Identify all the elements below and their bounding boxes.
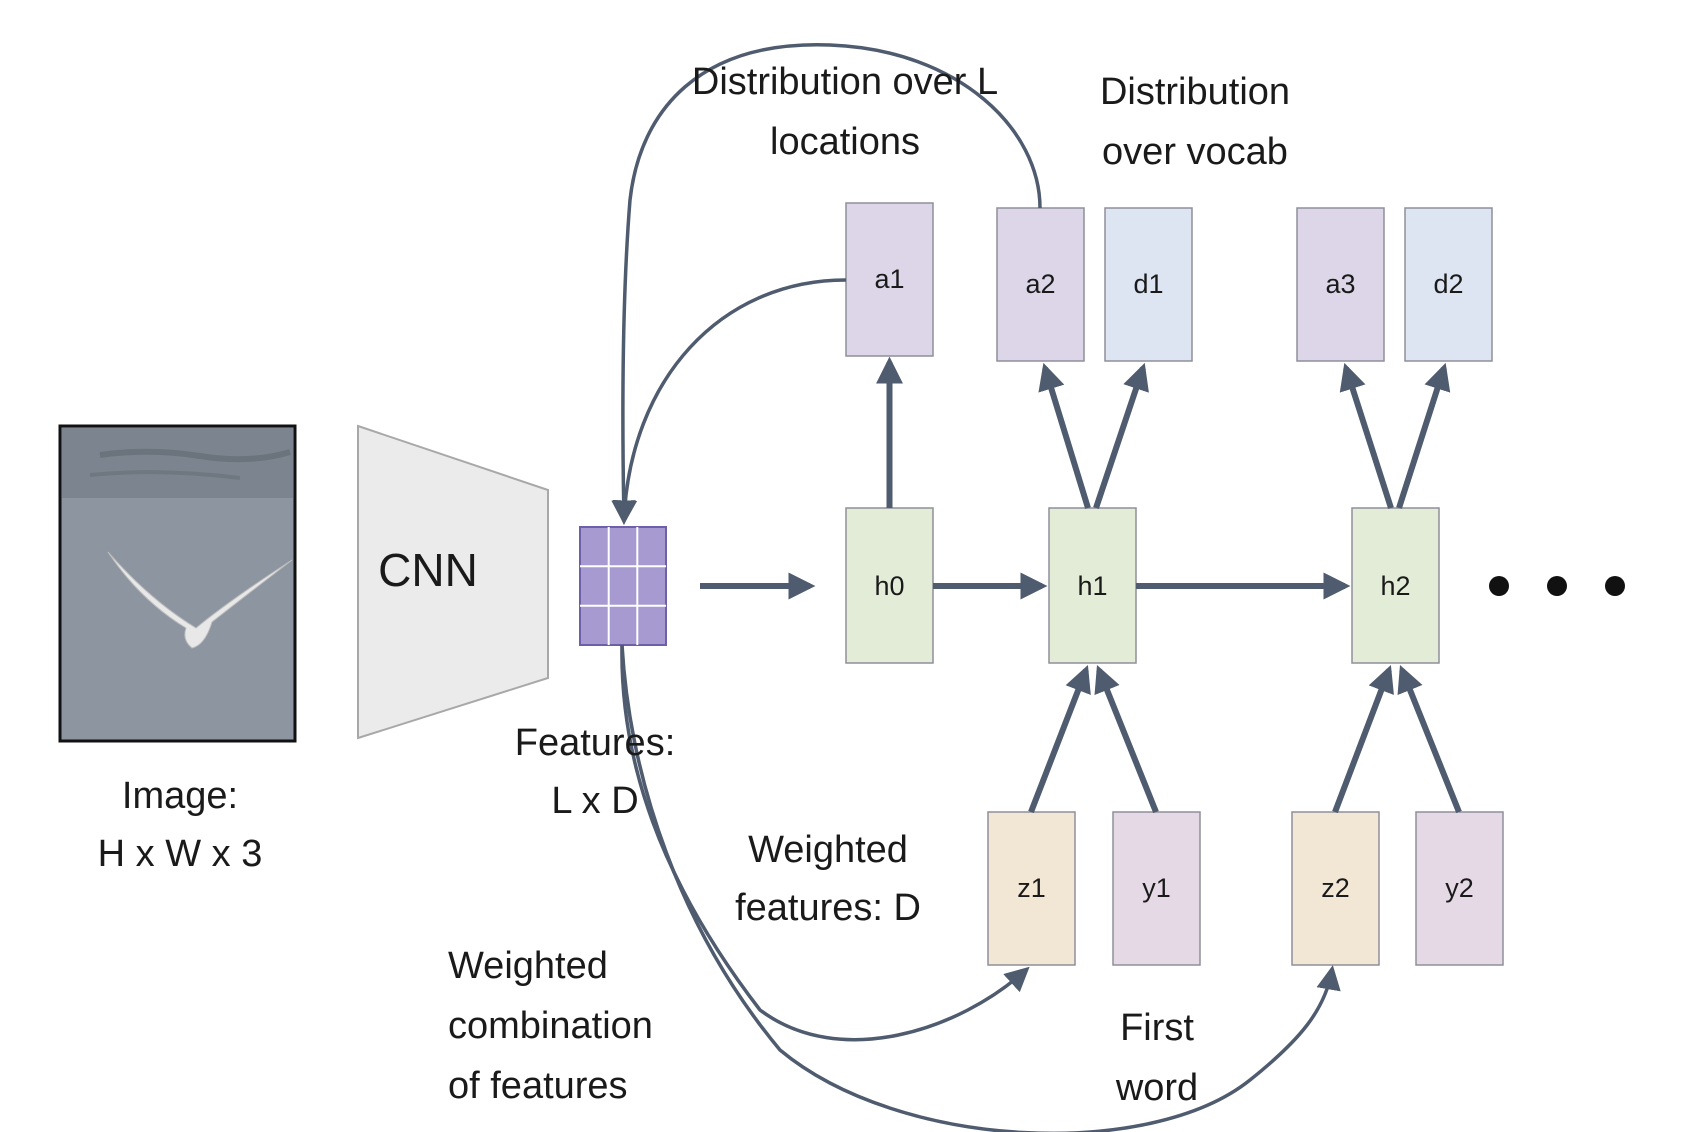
feature-grid: [579, 526, 667, 646]
box-d2: d2: [1404, 207, 1493, 362]
weighted-features-label-line1: Weighted: [748, 829, 908, 871]
dist-loc-label-line1: Distribution over L: [692, 61, 998, 103]
arrow-features-to-z2: [620, 644, 1341, 1132]
arrow-y1-to-h1: [1094, 664, 1159, 814]
box-z2: z2: [1291, 811, 1380, 966]
node-h0-label: h0: [874, 571, 904, 601]
box-h0: h0: [845, 507, 934, 664]
straight-arrows: [700, 356, 1462, 814]
box-y2: y2: [1415, 811, 1504, 966]
image-label-line2: H x W x 3: [98, 833, 263, 875]
arrow-a2-to-features: [611, 43, 1042, 525]
node-y1-label: y1: [1142, 873, 1171, 903]
input-image: [58, 424, 297, 743]
text-labels: Image: H x W x 3 Features: L x D Distrib…: [98, 61, 1290, 1109]
dist-vocab-label-line1: Distribution: [1100, 71, 1290, 113]
ellipsis-dots: [1489, 576, 1625, 596]
node-h2-label: h2: [1380, 571, 1410, 601]
node-d1-label: d1: [1133, 269, 1163, 299]
box-d1: d1: [1104, 207, 1193, 362]
node-a3-label: a3: [1325, 269, 1355, 299]
dist-loc-label-line2: locations: [770, 121, 920, 163]
box-a3: a3: [1296, 207, 1385, 362]
node-y2-label: y2: [1445, 873, 1474, 903]
features-label-line1: Features:: [515, 722, 676, 764]
weighted-combination-label-line1: Weighted: [448, 945, 608, 987]
node-h1-label: h1: [1077, 571, 1107, 601]
node-z1-label: z1: [1017, 873, 1046, 903]
arrow-y2-to-h2: [1397, 664, 1462, 814]
image-label-line1: Image:: [122, 775, 238, 817]
first-word-label-line1: First: [1120, 1007, 1194, 1049]
node-d2-label: d2: [1433, 269, 1463, 299]
arrow-features-to-z1: [620, 644, 1030, 1042]
features-label-line2: L x D: [551, 780, 638, 822]
box-h2: h2: [1351, 507, 1440, 664]
weighted-features-label-line2: features: D: [735, 887, 921, 929]
dist-vocab-label-line2: over vocab: [1102, 131, 1288, 173]
weighted-combination-label-line2: combination: [448, 1005, 653, 1047]
arrow-h2-to-d2: [1396, 362, 1451, 509]
bird-icon: [107, 551, 293, 649]
box-a1: a1: [845, 202, 934, 357]
box-z1: z1: [987, 811, 1076, 966]
node-z2-label: z2: [1321, 873, 1350, 903]
arrow-h1-to-a2: [1038, 362, 1091, 509]
arrow-z1-to-h1: [1028, 664, 1091, 814]
box-a2: a2: [996, 207, 1085, 362]
arrow-h1-to-d1: [1093, 362, 1149, 509]
cnn-block: CNN: [357, 424, 549, 740]
first-word-label-line2: word: [1115, 1067, 1198, 1109]
box-h1: h1: [1048, 507, 1137, 664]
cnn-label: CNN: [378, 544, 478, 596]
arrow-a1-to-features: [612, 278, 847, 525]
arrow-z2-to-h2: [1332, 664, 1394, 814]
arrow-h2-to-a3: [1339, 362, 1394, 509]
node-a2-label: a2: [1025, 269, 1055, 299]
curved-arrows: [611, 43, 1341, 1132]
node-a1-label: a1: [874, 264, 904, 294]
weighted-combination-label-line3: of features: [448, 1065, 628, 1107]
box-y1: y1: [1112, 811, 1201, 966]
